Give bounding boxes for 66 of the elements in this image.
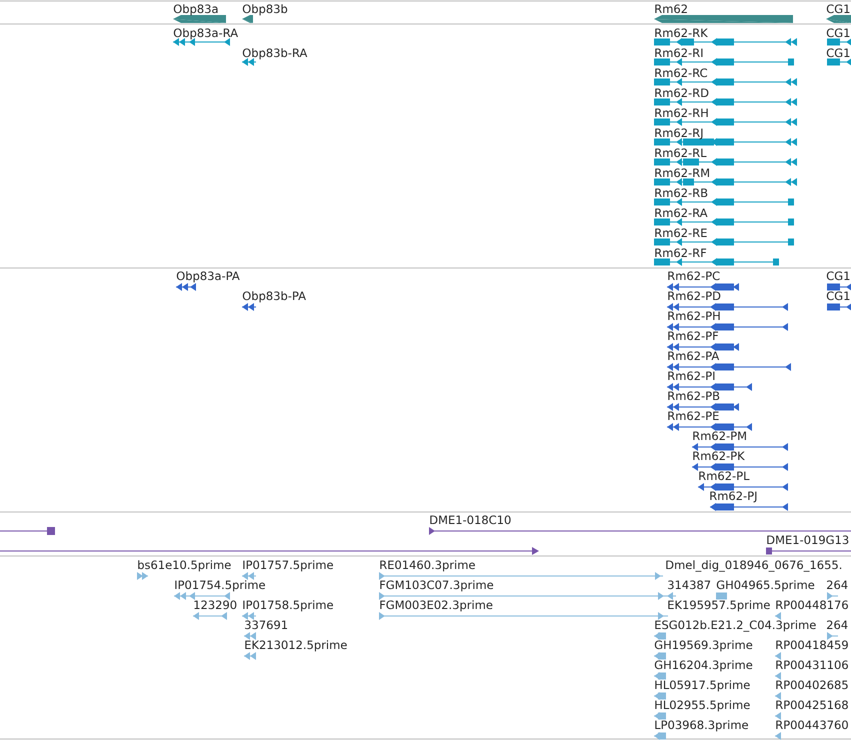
feature-label: RP00425168 bbox=[776, 700, 848, 710]
feature-label: Rm62-RJ bbox=[655, 128, 702, 140]
feature-label: CG1 bbox=[826, 4, 850, 14]
feature-label: Rm62-PF bbox=[668, 331, 718, 340]
feature-label: IP01758.5prime bbox=[243, 600, 333, 612]
feature-label: Obp83a-RA bbox=[174, 28, 238, 40]
feature-label: Rm62-RE bbox=[655, 228, 707, 238]
feature-label: Dmel_dig_018946_0676_1655. bbox=[666, 560, 842, 572]
feature-label: Rm62-PD bbox=[668, 291, 720, 300]
feature-label: 314387 bbox=[668, 580, 710, 590]
feature-label: LP03968.3prime bbox=[655, 720, 748, 732]
feature-label: CG1 bbox=[826, 291, 850, 300]
feature-label: Rm62-PK bbox=[693, 451, 745, 460]
feature-label: Rm62-RD bbox=[655, 88, 708, 98]
feature-label: RP00431106 bbox=[776, 660, 848, 670]
feature-label: EK195957.5prime bbox=[668, 600, 770, 612]
feature-label: IP01754.5prime bbox=[175, 580, 265, 592]
feature-label: Rm62-RL bbox=[655, 148, 706, 158]
feature-label: Obp83b bbox=[242, 4, 288, 16]
feature-label: DME1-018C10 bbox=[430, 515, 511, 524]
feature-label: IP01757.5prime bbox=[243, 560, 333, 572]
feature-label: Rm62-RF bbox=[655, 248, 706, 258]
feature-label: HL05917.5prime bbox=[655, 680, 750, 692]
feature-label: Rm62-PM bbox=[693, 431, 746, 440]
feature-label: RP00418459 bbox=[776, 640, 848, 650]
feature-label: Rm62-RB bbox=[655, 188, 708, 198]
feature-label: GH16204.3prime bbox=[654, 660, 752, 672]
feature-label: GH04965.5prime bbox=[716, 580, 814, 592]
feature-label: ESG012b.E21.2_C04.3prime bbox=[655, 620, 816, 632]
feature-label: RP00448176 bbox=[776, 600, 848, 610]
feature-label: Rm62-PC bbox=[668, 271, 720, 280]
feature-label: Rm62-RK bbox=[655, 28, 708, 38]
feature-label: Rm62-PE bbox=[668, 411, 719, 420]
feature-label: Rm62-PI bbox=[668, 371, 714, 380]
feature-label: Rm62-RA bbox=[655, 208, 708, 218]
feature-label: Rm62-RH bbox=[655, 108, 708, 118]
feature-label: Rm62-RC bbox=[655, 68, 707, 78]
feature-label: GH19569.3prime bbox=[654, 640, 752, 652]
feature-label: RE01460.3prime bbox=[380, 560, 475, 572]
feature-label: HL02955.5prime bbox=[655, 700, 750, 712]
feature-label: 337691 bbox=[245, 620, 288, 630]
feature-label: Rm62 bbox=[655, 4, 687, 14]
feature-label: 123290 bbox=[194, 600, 236, 610]
feature-label: Obp83b-PA bbox=[242, 291, 306, 302]
feature-label: Rm62-RI bbox=[655, 48, 702, 58]
feature-label: Rm62-PH bbox=[668, 311, 720, 320]
feature-label: Rm62-PA bbox=[668, 351, 720, 360]
feature-label: CG1 bbox=[826, 48, 850, 58]
feature-label: EK213012.5prime bbox=[245, 640, 347, 652]
feature-label: 264 bbox=[827, 580, 848, 590]
feature-label: Rm62-PL bbox=[699, 471, 750, 480]
feature-label: bs61e10.5prime bbox=[138, 560, 231, 572]
feature-label: DME1-019G13 bbox=[767, 535, 848, 544]
feature-label: Rm62-PJ bbox=[710, 491, 756, 502]
feature-label: RP00443760 bbox=[776, 720, 848, 730]
feature-label: Obp83a bbox=[174, 4, 218, 16]
feature-label: RP00402685 bbox=[776, 680, 848, 690]
feature-label: Obp83a-PA bbox=[176, 271, 240, 282]
feature-label: CG1 bbox=[826, 271, 850, 280]
feature-label: FGM003E02.3prime bbox=[380, 600, 492, 612]
feature-label: Obp83b-RA bbox=[242, 48, 308, 60]
feature-label: CG1 bbox=[826, 28, 850, 38]
feature-label: FGM103C07.3prime bbox=[380, 580, 494, 592]
feature-label: Rm62-RM bbox=[655, 168, 709, 178]
feature-label: 264 bbox=[827, 620, 848, 630]
feature-label: Rm62-PB bbox=[668, 391, 720, 400]
